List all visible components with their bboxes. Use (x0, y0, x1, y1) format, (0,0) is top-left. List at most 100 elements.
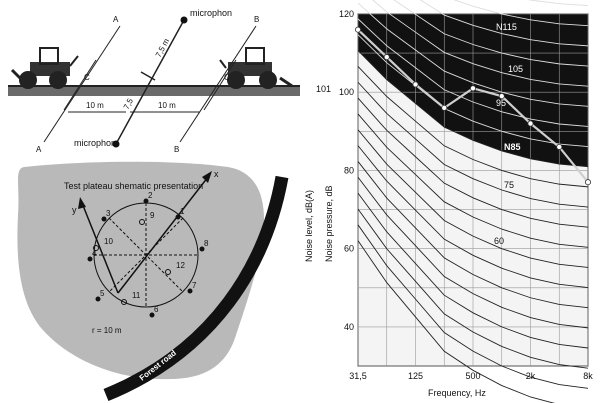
y-tick-40: 40 (344, 322, 354, 332)
circle-spokes (94, 203, 198, 307)
nr-curve-25 (357, 240, 555, 403)
distance-10-right: 10 m (158, 101, 176, 110)
nr-curve-120 (453, 0, 589, 27)
nr-curve-115 (419, 0, 589, 47)
test-layout-diagram: A B A B C C microphon microphon 7,5 m 7,… (8, 8, 300, 154)
y-label-outer: Noise level, dB(A) (304, 190, 314, 262)
nr-curve-105 (372, 0, 589, 87)
x-axis-arrow-icon (202, 171, 212, 183)
y-tick-60: 60 (344, 244, 354, 254)
x-tick-8k: 8k (583, 371, 593, 381)
nr-curve-80 (357, 66, 589, 188)
nr-curve-30 (357, 224, 589, 389)
x-tick-125: 125 (408, 371, 423, 381)
nr-curve-90 (357, 34, 589, 148)
microphone-axis (115, 19, 185, 145)
point-12-marker (165, 269, 171, 275)
nr-curve-95 (357, 18, 589, 127)
measured-point (355, 26, 362, 33)
microphone-top-icon (180, 16, 188, 24)
y-tick-80: 80 (344, 165, 354, 175)
nr-curve-40 (357, 192, 589, 349)
measured-point (498, 93, 505, 100)
measured-point (469, 85, 476, 92)
ground-band (8, 86, 300, 96)
radius-label: r = 10 m (92, 326, 122, 335)
distance-10-left: 10 m (86, 101, 104, 110)
dba-marker-label: 101 (316, 84, 331, 94)
forest-road (103, 175, 289, 402)
measured-point (412, 81, 419, 88)
line-a (43, 25, 121, 143)
x-axis (117, 176, 209, 294)
line-b-bottom-label: B (174, 145, 179, 154)
point-5-label: 5 (100, 289, 105, 298)
measured-point (441, 104, 448, 111)
measured-point (383, 54, 390, 61)
point-3-marker (101, 216, 107, 222)
microphone-top-label: microphon (190, 8, 232, 18)
line-b (179, 25, 257, 143)
line-c-left (63, 59, 97, 111)
y-tick-120: 120 (339, 9, 354, 19)
y-axis-arrow-icon (78, 197, 86, 209)
plateau-title: Test plateau shematic presentation (64, 181, 203, 191)
nr-curve-75 (357, 81, 589, 208)
point-2-marker (143, 198, 149, 204)
line-a-bottom-label: A (36, 145, 42, 154)
point-7-marker (187, 288, 193, 294)
x-tick-2k: 2k (526, 371, 536, 381)
nr-curve-55 (357, 145, 589, 289)
line-c-left-label: C (84, 73, 90, 82)
point-1-marker (175, 214, 181, 220)
test-plateau-diagram: Forest road Test plateau shematic presen… (17, 161, 289, 402)
line-c-right (203, 59, 237, 111)
nr-label-N115: N115 (496, 22, 517, 32)
nr-curve-100 (357, 2, 589, 107)
point-5-marker (95, 296, 101, 302)
plateau-area (17, 161, 265, 380)
nr-curve-45 (357, 177, 589, 329)
y-tick-100: 100 (339, 87, 354, 97)
y-label-inner: Noise pressure, dB (324, 185, 334, 262)
distance-7-5-bottom: 7,5 (122, 96, 135, 111)
cross-mark (140, 71, 156, 81)
measured-point (584, 179, 591, 186)
nr-curve-60 (357, 129, 589, 268)
line-a-top-label: A (113, 15, 119, 24)
nr-label-75: 75 (504, 180, 514, 190)
nr-curve-70 (357, 97, 589, 228)
nr-label-95: 95 (496, 98, 506, 108)
point-10-marker (93, 245, 99, 251)
point-6-label: 6 (154, 305, 159, 314)
nr-curve-35 (357, 208, 589, 369)
point-1-label: 1 (180, 207, 185, 216)
point-11-marker (121, 299, 127, 305)
point-8-marker (199, 246, 205, 252)
y-axis (81, 202, 119, 294)
nr-label-105: 105 (508, 64, 523, 74)
vehicle-left-icon (10, 47, 79, 89)
point-4-marker (87, 256, 93, 262)
point-3-label: 3 (106, 209, 111, 218)
point-11-label: 11 (132, 291, 141, 300)
microphone-bottom-icon (112, 140, 120, 148)
x-axis-label: x (214, 169, 219, 179)
nr-label-60: 60 (494, 236, 504, 246)
point-6-marker (149, 312, 155, 318)
x-tick-31,5: 31,5 (349, 371, 367, 381)
x-axis-title: Frequency, Hz (428, 388, 486, 398)
vehicle-right-icon (219, 47, 293, 89)
measured-point (527, 120, 534, 127)
y-axis-label: y (72, 205, 77, 215)
nr-curve-50 (357, 161, 589, 309)
nr-curve-125 (528, 0, 589, 7)
point-12-label: 12 (176, 261, 185, 270)
point-8-label: 8 (204, 239, 209, 248)
nr-curve-85 (357, 50, 589, 168)
nr-curve-110 (393, 0, 589, 67)
nr-label-N85: N85 (504, 142, 521, 152)
line-c-right-label: C (224, 73, 230, 82)
point-7-label: 7 (192, 281, 197, 290)
